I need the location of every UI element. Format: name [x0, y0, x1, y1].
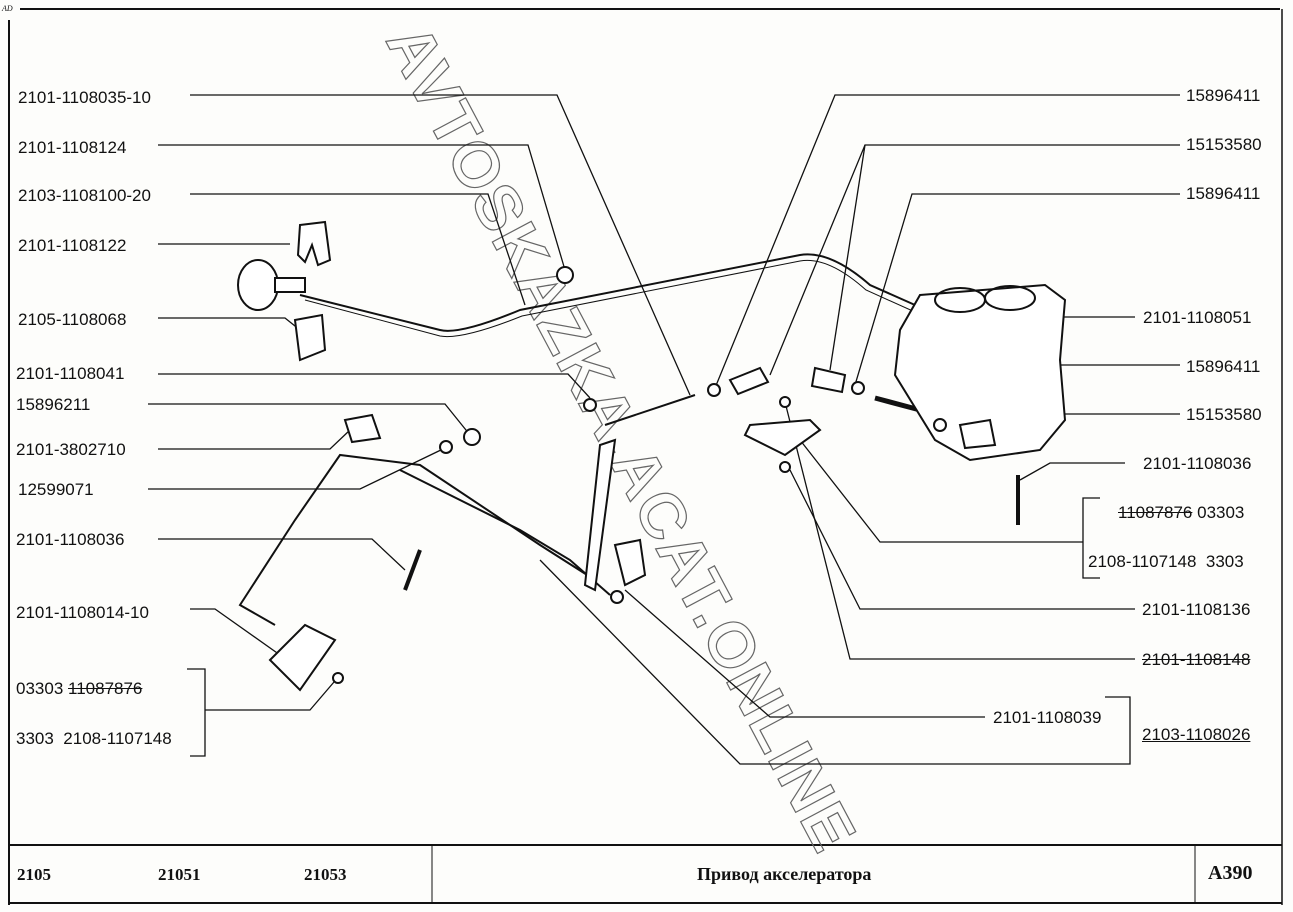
leader-line	[1019, 462, 1125, 481]
bracket	[613, 538, 647, 587]
model-2105: 2105	[17, 865, 51, 884]
part-label[interactable]: 2101-1108036	[1143, 454, 1252, 473]
leader-line	[158, 144, 566, 271]
part-number: 2108-1107148	[63, 729, 172, 748]
part-label[interactable]: 2103-1108100-20	[18, 186, 151, 205]
part-label[interactable]: 2101-1108036	[16, 530, 125, 549]
part-label[interactable]: 2101-3802710	[16, 440, 126, 459]
washer	[779, 396, 791, 408]
part-label[interactable]: 2101-1108035-10	[18, 88, 151, 107]
rod-end	[810, 366, 847, 394]
clip	[332, 672, 344, 684]
leader-line	[190, 94, 691, 396]
bump-stop	[343, 413, 382, 444]
leader-line	[158, 538, 406, 571]
washer	[610, 590, 624, 604]
carburetor	[893, 283, 1067, 462]
part-label[interactable]: 2101-1108041	[16, 364, 125, 383]
part-label-obsolete[interactable]: 2101-1108148	[1142, 650, 1251, 669]
washer	[556, 266, 574, 284]
model-21051: 21051	[158, 865, 201, 884]
intermediate-lever	[583, 438, 617, 592]
leader-line	[829, 144, 866, 371]
leader-line	[158, 317, 301, 331]
page-code: A390	[1208, 862, 1253, 884]
pedal-rod	[238, 453, 596, 626]
part-label[interactable]: 2101-1108136	[1142, 600, 1251, 619]
leader-line	[854, 193, 1180, 386]
part-label[interactable]: 15153580	[1186, 135, 1262, 154]
part-label[interactable]: 15896411	[1186, 184, 1261, 203]
rod-end	[728, 366, 770, 396]
leader-line	[205, 674, 341, 711]
washer	[439, 440, 453, 454]
washer	[933, 418, 947, 432]
washer	[707, 383, 721, 397]
leader-line	[714, 94, 1180, 389]
choke-knob	[237, 259, 279, 311]
model-21053: 21053	[304, 865, 347, 884]
obsolete-part-number: 11087876	[68, 679, 143, 698]
leader-line	[190, 608, 281, 656]
washer	[779, 461, 791, 473]
lever-bracket-nut	[583, 398, 597, 412]
part-label-group-left-row1[interactable]: 03303 11087876	[16, 679, 142, 699]
leader-line	[148, 447, 446, 490]
variant-code: 3303	[16, 729, 54, 748]
rod	[874, 395, 921, 413]
leader-line	[148, 403, 471, 436]
part-label[interactable]: 15896411	[1186, 357, 1261, 376]
part-number: 2108-1107148	[1088, 552, 1197, 571]
lever-plate	[743, 418, 822, 457]
corner-mark: AD	[2, 4, 13, 13]
part-label-group-right-row2[interactable]: 2108-1107148 3303	[1088, 552, 1244, 572]
cable-clip	[296, 220, 332, 267]
leader-line	[799, 439, 1083, 543]
pedal-shaft	[399, 469, 611, 596]
accelerator-cable	[299, 253, 961, 332]
leader-line	[190, 193, 526, 306]
leader-line	[158, 373, 591, 399]
part-label[interactable]: 2101-1108039	[993, 708, 1102, 727]
leader-lines-left	[148, 94, 691, 757]
variant-code: 03303	[1197, 503, 1245, 522]
washer	[851, 381, 865, 395]
leader-line	[158, 429, 351, 450]
variant-code: 3303	[1205, 552, 1244, 571]
leader-line	[624, 589, 985, 718]
variant-code: 03303	[16, 679, 64, 698]
part-label[interactable]: 12599071	[18, 480, 94, 499]
part-label[interactable]: 2105-1108068	[18, 310, 127, 329]
page-title: Привод акселератора	[697, 864, 872, 884]
return-spring	[403, 549, 422, 591]
accelerator-pedal	[268, 623, 337, 692]
leader-line	[784, 401, 1135, 660]
parts	[237, 220, 1067, 692]
obsolete-part-number: 11087876	[1118, 503, 1193, 522]
assembly-label[interactable]: 2103-1108026	[1142, 725, 1251, 744]
cable-bracket	[293, 313, 327, 362]
part-label[interactable]: 2101-1108051	[1143, 308, 1252, 327]
part-label-group-right-row1[interactable]: 11087876 03303	[1118, 503, 1244, 523]
part-label-group-left-row2[interactable]: 3303 2108-1107148	[16, 729, 172, 749]
nut	[463, 428, 481, 446]
part-label[interactable]: 2101-1108122	[18, 236, 127, 255]
part-label[interactable]: 15153580	[1186, 405, 1262, 424]
part-label[interactable]: 2101-1108124	[18, 138, 127, 157]
part-label[interactable]: 15896211	[16, 395, 91, 414]
part-label[interactable]: 2101-1108014-10	[16, 603, 149, 622]
frame	[8, 8, 1283, 905]
part-label[interactable]: 15896411	[1186, 86, 1261, 105]
